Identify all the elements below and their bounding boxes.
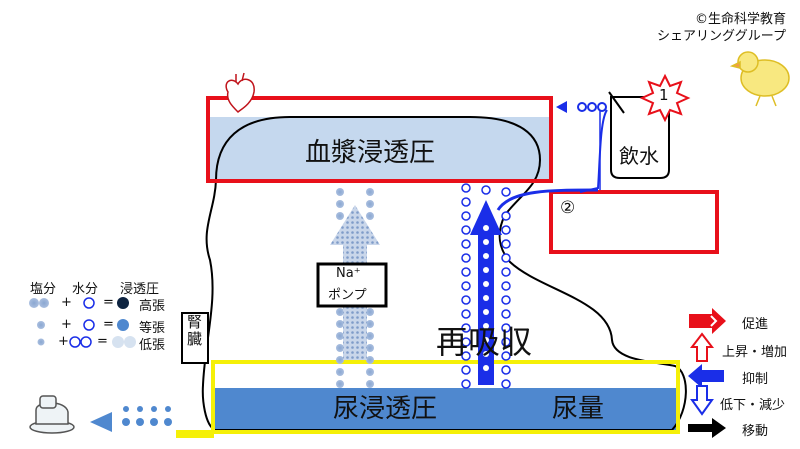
toilet-icon [29, 395, 75, 434]
water-dots [461, 183, 511, 389]
move-arrow-icon [688, 418, 726, 438]
kidney-label: 腎臓 [187, 313, 203, 348]
decrease-arrow-icon [690, 385, 714, 416]
increase-arrow-icon [689, 332, 715, 362]
legend-row-3-plus: + [58, 334, 69, 349]
na-pump-box [316, 262, 388, 308]
cup-icon [610, 96, 670, 179]
legend-row-2-eq: = [103, 317, 114, 332]
legend-left-symbols [29, 297, 136, 348]
legend-inhibit-label: 抑制 [742, 372, 769, 387]
legend-header-water: 水分 [72, 282, 99, 297]
legend-header-osm: 浸透圧 [120, 282, 160, 297]
drink-arrow-head [556, 101, 567, 113]
legend-decrease-label: 低下・減少 [720, 398, 786, 413]
heart-icon [225, 72, 255, 114]
urine-light-band [213, 364, 678, 390]
step-2-label: ② [560, 198, 576, 218]
legend-increase-label: 上昇・増加 [722, 345, 788, 360]
urine-osm-label: 尿浸透圧 [333, 394, 438, 424]
promote-arrow-icon [689, 308, 726, 334]
drink-label: 飲水 [619, 144, 659, 168]
legend-row-2-label: 等張 [139, 321, 166, 336]
legend-row-1-label: 高張 [139, 299, 166, 314]
credit-line-2: シェアリンググループ [657, 29, 786, 44]
urine-out-arrow [90, 412, 112, 432]
burst-icon [639, 73, 691, 123]
credit-line-1: ©生命科学教育 [694, 12, 786, 27]
urine-fill [213, 388, 678, 430]
plasma-osm-label: 血漿浸透圧 [305, 138, 436, 168]
urine-box [211, 360, 680, 434]
legend-move-label: 移動 [742, 424, 769, 439]
legend-header-salt: 塩分 [30, 282, 57, 297]
inhibit-arrow-icon [688, 364, 724, 388]
legend-row-1-plus: + [61, 295, 72, 310]
na-pump-line1: Na⁺ [336, 266, 361, 281]
drink-to-2-line [579, 109, 608, 193]
legend-row-2-plus: + [61, 317, 72, 332]
urine-vol-label: 尿量 [552, 394, 605, 424]
legend-row-3-eq: = [97, 334, 108, 349]
legend-promote-label: 促進 [742, 317, 769, 332]
adh-curve [496, 188, 599, 211]
urine-yellow-tail [176, 430, 214, 438]
kidney-label-box [181, 312, 209, 364]
drink-water-dots [577, 102, 607, 112]
step-1-label: 1 [659, 86, 669, 104]
plasma-fill [208, 117, 551, 181]
reabsorb-arrow [470, 200, 502, 385]
legend-row-3-label: 低張 [139, 338, 166, 353]
urine-out-dots [122, 406, 172, 426]
reabsorb-arrow-dots [483, 225, 489, 371]
plasma-box [206, 96, 553, 183]
reabsorb-label: 再吸収 [436, 323, 533, 361]
legend-row-1-eq: = [103, 295, 114, 310]
box-2 [549, 190, 719, 254]
na-pump-line2: ポンプ [328, 288, 367, 303]
na-pump-dots [336, 188, 374, 388]
chick-icon [729, 51, 790, 107]
